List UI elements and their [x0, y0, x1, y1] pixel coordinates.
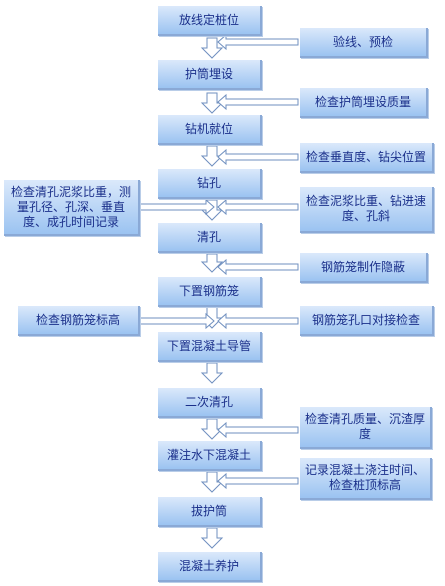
check-cage-elevation: 检查钢筋笼标高 [18, 306, 140, 336]
arrow-left-7 [217, 421, 299, 439]
arrow-right-2 [139, 312, 215, 330]
check-cage-splice: 钢筋笼孔口对接检查 [300, 306, 434, 336]
step-drilling: 钻孔 [158, 169, 262, 199]
check-cleaning-sediment: 检查清孔质量、沉渣厚度 [300, 407, 432, 449]
arrow-down-10 [200, 527, 224, 549]
step-pour-concrete: 灌注水下混凝土 [158, 441, 262, 471]
step-second-cleaning: 二次清孔 [158, 388, 262, 418]
arrow-down-7 [200, 362, 224, 384]
step-pull-casing: 拔护筒 [158, 497, 262, 527]
check-layout-verify: 验线、预检 [300, 28, 428, 58]
step-place-tremie: 下置混凝土导管 [158, 332, 262, 362]
check-mud-drilling: 检查泥浆比重、钻进速度、孔斜 [300, 187, 434, 233]
step-rig-position: 钻机就位 [158, 115, 262, 145]
step-place-cage: 下置钢筋笼 [158, 277, 262, 307]
arrow-left-8 [217, 472, 299, 490]
step-curing: 混凝土养护 [158, 552, 262, 582]
step-stake-out: 放线定桩位 [158, 6, 262, 36]
arrow-left-6 [217, 312, 299, 330]
arrow-left-2 [217, 93, 299, 111]
arrow-down-2 [200, 92, 224, 114]
arrow-down-8 [200, 418, 224, 440]
arrow-left-1 [217, 33, 299, 51]
arrow-down-5 [200, 253, 224, 273]
arrow-down-9 [200, 471, 224, 493]
step-casing-install: 护筒埋设 [158, 60, 262, 90]
arrow-left-3 [217, 148, 299, 166]
check-verticality: 检查垂直度、钻尖位置 [300, 143, 434, 173]
arrow-down-1 [200, 37, 224, 59]
arrow-right-1 [139, 198, 215, 216]
check-casing-quality: 检查护筒埋设质量 [300, 88, 428, 118]
check-mud-measure-record: 检查清孔泥浆比重，测量孔径、孔深、垂直度、成孔时间记录 [4, 180, 140, 236]
arrow-left-5 [217, 258, 299, 276]
arrow-left-4 [217, 198, 299, 216]
check-cage-fabrication: 钢筋笼制作隐蔽 [300, 253, 428, 283]
arrow-down-3 [200, 145, 224, 167]
check-pour-record: 记录混凝土浇注时间、检查桩顶标高 [300, 458, 432, 500]
step-hole-cleaning: 清孔 [158, 223, 262, 253]
